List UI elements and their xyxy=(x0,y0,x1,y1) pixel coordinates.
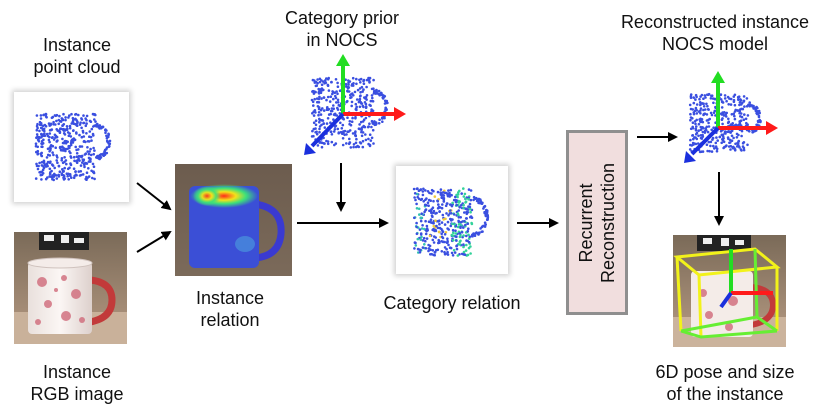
heatmap-drawing xyxy=(175,164,292,276)
reconstructed-nocs-model xyxy=(680,68,785,166)
arrow-rgb-to-relation xyxy=(136,230,172,253)
label-pose-size: 6D pose and size of the instance xyxy=(655,362,795,404)
pose-axes xyxy=(719,249,773,309)
label-instance-rgb-image: Instance RGB image xyxy=(30,362,124,404)
label-instance-relation: Instance relation xyxy=(195,288,265,330)
label-category-prior: Category prior in NOCS xyxy=(284,8,400,50)
label-reconstructed-model: Reconstructed instance NOCS model xyxy=(620,12,810,54)
recurrent-reconstruction-label: Recurrent Reconstruction xyxy=(576,162,618,283)
label-category-relation: Category relation xyxy=(383,293,521,313)
instance-relation-heatmap xyxy=(175,164,292,276)
category-prior-drawing xyxy=(304,54,406,155)
rgb-photo-drawing xyxy=(14,232,127,344)
axis-arrows xyxy=(684,71,778,163)
category-relation-cloud xyxy=(412,187,490,257)
category-prior-point-cloud xyxy=(296,52,416,162)
label-instance-point-cloud: Instance point cloud xyxy=(33,35,121,77)
category-relation-panel xyxy=(396,166,508,274)
instance-rgb-image xyxy=(14,232,127,344)
reconstructed-model-drawing xyxy=(684,71,778,163)
instance-point-cloud xyxy=(34,112,112,182)
recurrent-reconstruction-block: Recurrent Reconstruction xyxy=(566,130,628,315)
arrow-pointcloud-to-relation xyxy=(136,182,172,211)
instance-point-cloud-panel xyxy=(14,92,129,202)
pose-result-drawing xyxy=(673,235,786,347)
pose-result-image xyxy=(673,235,786,347)
axis-arrows xyxy=(304,54,406,155)
